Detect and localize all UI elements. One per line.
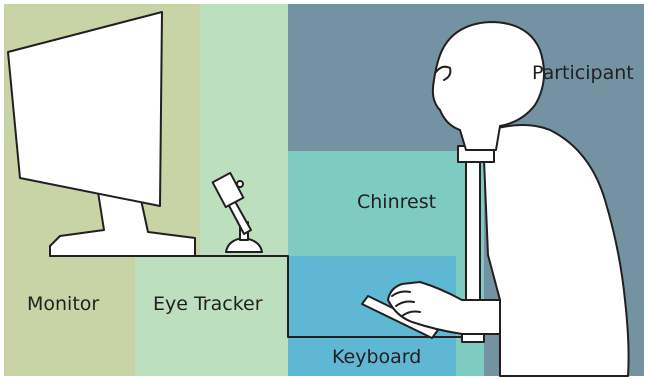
label-participant: Participant [532,64,634,83]
eye-tracker-lens [237,181,243,187]
label-monitor: Monitor [27,295,99,314]
label-chinrest: Chinrest [357,193,436,212]
label-keyboard: Keyboard [332,348,421,367]
label-eye-tracker: Eye Tracker [153,295,263,314]
eye-tracker-zone-lower [135,256,290,376]
